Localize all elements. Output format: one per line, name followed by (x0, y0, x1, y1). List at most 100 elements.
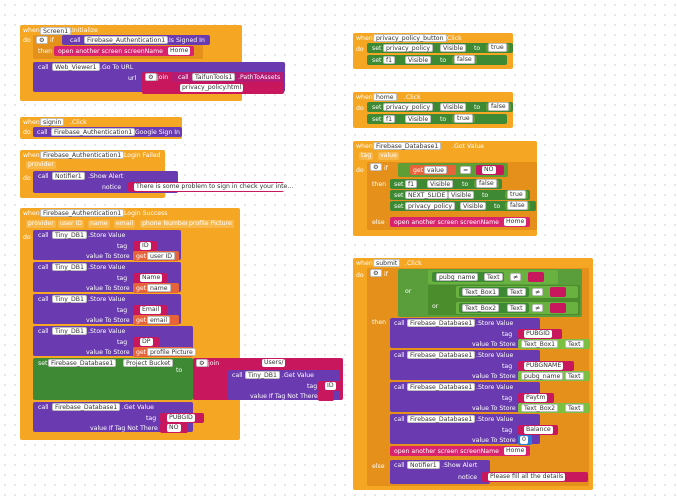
set-visible-block[interactable] (367, 55, 507, 65)
false-dropdown[interactable]: false (452, 55, 477, 64)
component-dropdown[interactable]: Firebase_Database1 (52, 403, 121, 411)
true-dropdown[interactable]: true (505, 190, 528, 199)
open-screen-block[interactable] (54, 46, 194, 56)
param-tag[interactable]: tag (359, 152, 374, 160)
operator-dropdown[interactable]: ≠ (532, 304, 544, 312)
property-dropdown[interactable]: Visible (448, 191, 475, 199)
component-dropdown[interactable]: f1 (383, 115, 396, 123)
variable-dropdown[interactable]: value (424, 166, 447, 174)
users-string[interactable]: Users/ (262, 359, 286, 367)
component-dropdown[interactable]: Firebase_Database1 (373, 142, 442, 150)
param-profile-picture[interactable]: profile Picture (187, 220, 234, 228)
component-dropdown[interactable]: Text_Box2 (521, 404, 559, 412)
property-dropdown[interactable]: Visible (460, 202, 487, 210)
component-dropdown[interactable]: Firebase_Authentication1 (40, 151, 125, 159)
bool-value[interactable]: true (454, 114, 473, 123)
variable-dropdown[interactable]: profile Picture (147, 348, 196, 356)
bool-value[interactable]: true (507, 190, 526, 199)
tag-string[interactable]: Paytm (524, 394, 548, 402)
tag-string[interactable]: Name (140, 274, 163, 282)
component-dropdown[interactable]: home (373, 93, 397, 101)
param-provider[interactable]: provider (26, 161, 56, 169)
number-value[interactable]: 0 (520, 436, 528, 444)
component-dropdown[interactable]: privacy_policy (405, 202, 456, 210)
empty-string-block[interactable] (528, 272, 544, 282)
component-dropdown[interactable]: submit (373, 259, 401, 267)
bool-value[interactable]: false (507, 201, 528, 210)
no-string[interactable]: NO (482, 166, 496, 174)
component-dropdown[interactable]: privacy_policy (383, 103, 434, 111)
component-dropdown[interactable]: Firebase_Database1 (48, 359, 117, 367)
bool-value[interactable]: false (488, 102, 509, 111)
param-value[interactable]: value (378, 152, 399, 160)
component-dropdown[interactable]: TaifunTools1 (192, 73, 236, 81)
component-dropdown[interactable]: Web_Viewer1 (52, 63, 100, 71)
property-dropdown[interactable]: Text (507, 288, 526, 296)
param-phone-number[interactable]: phone Number (140, 220, 191, 228)
property-dropdown[interactable]: Text (565, 404, 584, 412)
mutator-gear-icon[interactable]: ⚙ (370, 269, 382, 277)
open-screen-block[interactable] (390, 217, 530, 227)
bool-value[interactable]: false (476, 179, 497, 188)
property-dropdown[interactable]: Text (484, 273, 503, 281)
component-dropdown[interactable]: Firebase_Database1 (407, 351, 476, 359)
property-dropdown[interactable]: Text (565, 372, 584, 380)
property-dropdown[interactable]: Text (565, 340, 584, 348)
empty-string-block[interactable] (550, 303, 566, 313)
component-dropdown[interactable]: Text_Box1 (462, 288, 500, 296)
true-dropdown[interactable]: true (452, 114, 475, 123)
tag-string[interactable]: Balance (524, 426, 553, 434)
empty-string-block[interactable] (550, 287, 566, 297)
mutator-gear-icon[interactable]: ⚙ (196, 359, 208, 367)
param-name[interactable]: name (88, 220, 110, 228)
message-string[interactable]: Please fill all the details (488, 473, 566, 481)
false-dropdown[interactable]: false (505, 201, 530, 210)
component-dropdown[interactable]: privacy_policy (383, 44, 434, 52)
mutator-gear-icon[interactable]: ⚙ (36, 36, 48, 44)
message-string[interactable]: There is some problem to sign in check y… (134, 183, 296, 191)
tag-string[interactable]: ID (140, 242, 151, 250)
component-dropdown[interactable]: Tiny_DB1 (52, 263, 87, 271)
open-screen-block[interactable] (390, 446, 530, 456)
property-dropdown[interactable]: Project Bucket (123, 359, 174, 367)
variable-dropdown[interactable]: name (147, 284, 171, 292)
component-dropdown[interactable]: Firebase_Authentication1 (84, 36, 169, 44)
tag-string[interactable]: ID (325, 382, 336, 390)
mutator-gear-icon[interactable]: ⚙ (145, 73, 157, 81)
tag-string[interactable]: PUBGNAME (524, 362, 564, 370)
variable-dropdown[interactable]: user ID (147, 252, 176, 260)
bool-value[interactable]: false (454, 55, 475, 64)
component-dropdown[interactable]: privacy_policy_button (373, 34, 447, 42)
component-dropdown[interactable]: NEXT_SLIDE (405, 191, 449, 199)
component-dropdown[interactable]: Notifier1 (407, 461, 440, 469)
component-dropdown[interactable]: Tiny_DB1 (52, 231, 87, 239)
component-dropdown[interactable]: Firebase_Authentication1 (40, 209, 125, 217)
param-provider[interactable]: provider (26, 220, 56, 228)
property-dropdown[interactable]: Visible (427, 180, 454, 188)
property-dropdown[interactable]: Text (507, 304, 526, 312)
empty-string-block[interactable] (318, 391, 334, 401)
true-dropdown[interactable]: true (486, 43, 509, 52)
component-dropdown[interactable]: f1 (383, 56, 396, 64)
component-dropdown[interactable]: Firebase_Database1 (407, 319, 476, 327)
property-dropdown[interactable]: Visible (440, 103, 467, 111)
false-dropdown[interactable]: false (486, 102, 511, 111)
show-alert-block[interactable] (390, 460, 490, 484)
variable-dropdown[interactable]: email (147, 316, 171, 324)
component-dropdown[interactable]: Text_Box1 (521, 340, 559, 348)
tag-string[interactable]: PUBGID (167, 414, 195, 422)
component-dropdown[interactable]: Tiny_DB1 (245, 371, 280, 379)
tag-string[interactable]: Email (140, 306, 162, 314)
component-dropdown[interactable]: Notifier1 (52, 172, 85, 180)
component-dropdown[interactable]: Firebase_Authentication1 (51, 128, 136, 136)
component-dropdown[interactable]: pubg_name (436, 273, 479, 281)
component-dropdown[interactable]: Screen1 (40, 27, 72, 35)
component-dropdown[interactable]: Text_Box2 (462, 304, 500, 312)
operator-dropdown[interactable]: ≠ (532, 288, 544, 296)
component-dropdown[interactable]: Tiny_DB1 (52, 295, 87, 303)
property-dropdown[interactable]: Visible (405, 115, 432, 123)
component-dropdown[interactable]: f1 (405, 180, 418, 188)
home-string[interactable]: Home (168, 47, 191, 55)
set-visible-block[interactable] (367, 114, 507, 124)
component-dropdown[interactable]: Firebase_Database1 (407, 383, 476, 391)
